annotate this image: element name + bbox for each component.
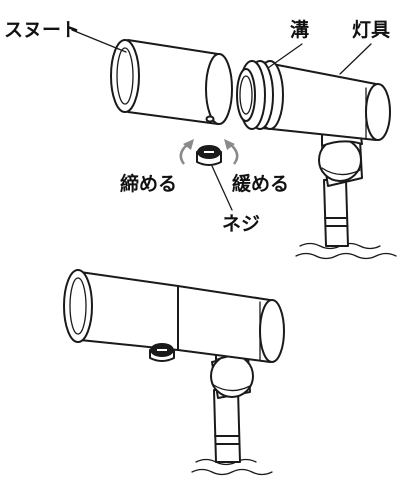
sleeve-label: スヌート	[4, 19, 80, 41]
screw-label: ネジ	[222, 213, 260, 235]
loosen-label: 緩める	[232, 172, 289, 195]
tighten-arrow-icon	[179, 143, 189, 165]
assembled-snoot-sleeve	[63, 269, 179, 351]
screw-detail	[179, 139, 239, 166]
groove-label: 溝	[290, 18, 309, 41]
fixture-label: 灯具	[352, 19, 390, 41]
assembled-screw	[149, 343, 175, 362]
snoot-sleeve	[110, 39, 233, 125]
loosen-arrow-icon	[229, 143, 239, 165]
screw-hole	[205, 115, 215, 123]
fixture-body	[236, 60, 391, 141]
assembled-fixture-body	[177, 285, 285, 363]
assembled-stake	[213, 389, 241, 463]
fixture-groove	[236, 60, 284, 130]
callout-leaders	[71, 29, 372, 211]
fixture-stake	[323, 179, 349, 247]
ground-line-bottom	[191, 458, 273, 476]
fixture-end-cap	[365, 83, 391, 141]
tighten-label: 締める	[120, 172, 177, 195]
bottom-figure-assembled	[63, 269, 285, 476]
top-figure-disassembled: スヌート 溝 灯具 締める 緩める ネジ	[4, 18, 397, 260]
